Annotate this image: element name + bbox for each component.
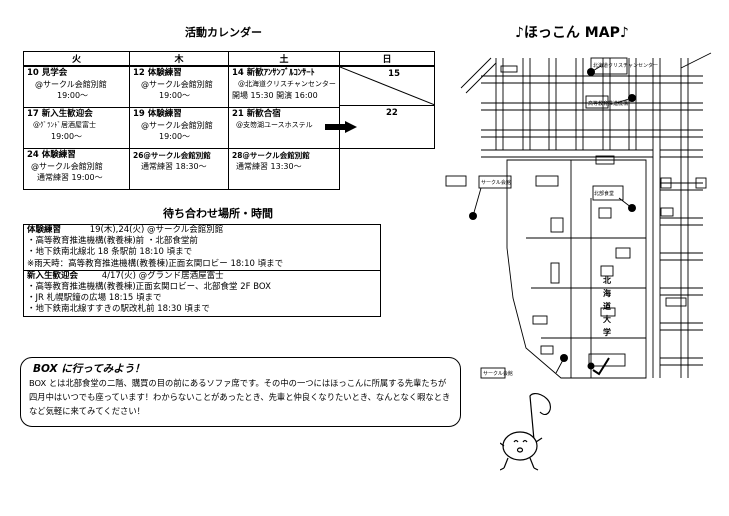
day-header-thu: 木 [129, 51, 229, 67]
day-header-tue: 火 [23, 51, 130, 67]
event-date: 12 体験練習 [133, 68, 182, 78]
map-vertical-label: 道 [603, 301, 611, 311]
event-time: 通常練習 13:30～ [236, 162, 302, 171]
event-date: 28@サークル会館別館 [232, 151, 310, 160]
calendar-cell: 12 体験練習 @サークル会館別館 19:00～ [129, 65, 229, 108]
map-label-christian: 北海道クリスチャンセンター [593, 62, 658, 69]
shinnyu-place: ・JR 札幌駅鐘の広場 18:15 頃まで [27, 293, 162, 304]
map-vertical-label: 北 [603, 275, 611, 285]
event-place: @サークル会館別館 [141, 80, 213, 89]
calendar-cell-overnight: 15 22 [339, 65, 435, 149]
calendar-cell: 10 見学会 @サークル会館別館 19:00～ [23, 65, 130, 108]
calendar-cell: 28@サークル会館別館 通常練習 13:30～ [228, 148, 340, 190]
event-time: 19:00～ [159, 132, 191, 141]
day-header-sat: 土 [228, 51, 340, 67]
map-vertical-label: 学 [603, 327, 611, 337]
taiken-place: ・地下鉄南北線北 18 条駅前 18:10 頃まで [27, 247, 193, 258]
event-date: 17 新入生歓迎会 [27, 109, 93, 119]
meeting-title: 待ち合わせ場所・時間 [163, 207, 273, 220]
event-place: @ｸﾞﾗﾝﾄﾞ居酒屋富士 [33, 121, 96, 129]
map-label-hokubu: 北部食堂 [594, 190, 614, 197]
event-date: 26@サークル会館別館 [133, 151, 211, 160]
calendar-title: 活動カレンダー [185, 26, 262, 39]
calendar-cell: 17 新入生歓迎会 @ｸﾞﾗﾝﾄﾞ居酒屋富士 19:00～ [23, 107, 130, 149]
event-time: 19:00～ [159, 91, 191, 100]
event-time: 19:00～ [51, 132, 83, 141]
shinnyu-place: ・高等教育推進機構(教養棟)正面玄関ロビー、北部食堂 2F BOX [27, 282, 271, 293]
event-place: @サークル会館別館 [31, 162, 103, 171]
event-place: @サークル会館別館 [35, 80, 107, 89]
arrow-right-icon [325, 121, 357, 133]
event-time: 19:00～ [57, 91, 89, 100]
event-date: 14 新歓ｱﾝｻﾝﾌﾞﾙｺﾝｻｰﾄ [232, 68, 315, 78]
map-label-circle-top: サークル会館 [481, 179, 511, 186]
camp-span-diagonal [340, 67, 435, 106]
music-note-mascot-icon [500, 392, 551, 471]
box-title: BOX に行ってみよう！ [33, 363, 145, 375]
event-date: 21 新歓合宿 [232, 109, 281, 119]
shinnyu-heading: 新入生歓迎会 [27, 270, 79, 281]
event-place: @支笏湖ユースホステル [236, 121, 313, 129]
rain-note: ※雨天時：高等教育推進機構(教養棟)正面玄関ロビー 18:10 頃まで [27, 258, 284, 269]
map-title: ♪ほっこん MAP♪ [515, 25, 629, 41]
taiken-place: ・高等教育推進機構(教養棟)前 ・北部食堂前 [27, 236, 198, 247]
calendar-cell: 19 体験練習 @サークル会館別館 19:00～ [129, 107, 229, 149]
taiken-heading: 体験練習 [27, 225, 62, 235]
marker-circle-bottom-2 [587, 362, 595, 370]
event-place: @北海道クリスチャンセンター [238, 80, 336, 88]
shinnyu-when: 4/17(火) @グランド居酒屋富士 [101, 270, 224, 281]
shinnyu-place: ・地下鉄南北線すすきの駅改札前 18:30 頃まで [27, 304, 210, 315]
event-date: 10 見学会 [27, 68, 68, 78]
day-header-sun: 日 [339, 51, 435, 67]
box-info-panel: BOX に行ってみよう！ BOX とは北部食堂の二階、購買の目の前にあるソファ席… [20, 357, 461, 427]
box-body: BOX とは北部食堂の二階、購買の目の前にあるソファ席です。その中の一つにはほっ… [29, 378, 451, 416]
event-date: 19 体験練習 [133, 109, 182, 119]
map-vertical-label: 海 [603, 288, 611, 298]
event-date: 22 [386, 108, 398, 118]
map-label-kyoyo: 高等教育推進機構 [588, 100, 628, 107]
map-label-circle-bottom: サークル会館 [483, 370, 513, 377]
taiken-when: 19(木),24(火) @サークル会館別館 [89, 225, 224, 235]
calendar-cell: 21 新歓合宿 @支笏湖ユースホステル [228, 107, 357, 149]
event-time: 開場 15:30 開演 16:00 [232, 91, 318, 100]
activity-calendar: 火 木 土 日 10 見学会 @サークル会館別館 19:00～ 12 体験練習 … [23, 51, 435, 190]
event-time: 通常練習 18:30～ [141, 162, 207, 171]
calendar-cell-empty [340, 149, 435, 190]
event-date: 15 [388, 69, 400, 79]
calendar-cell: 14 新歓ｱﾝｻﾝﾌﾞﾙｺﾝｻｰﾄ @北海道クリスチャンセンター 開場 15:3… [228, 65, 340, 108]
meeting-info-box: 体験練習 19(木),24(火) @サークル会館別館 ・高等教育推進機構(教養棟… [23, 224, 381, 317]
event-time: 通常練習 19:00～ [37, 173, 103, 182]
calendar-cell: 24 体験練習 @サークル会館別館 通常練習 19:00～ [23, 148, 130, 190]
calendar-cell: 26@サークル会館別館 通常練習 18:30～ [129, 148, 229, 190]
event-date: 24 体験練習 [27, 150, 76, 160]
campus-map: 北海道クリスチャンセンター 高等教育推進機構 北部食堂 サークル会館 サークル会… [445, 52, 712, 379]
event-place: @サークル会館別館 [141, 121, 213, 130]
map-vertical-label: 大 [603, 314, 611, 324]
